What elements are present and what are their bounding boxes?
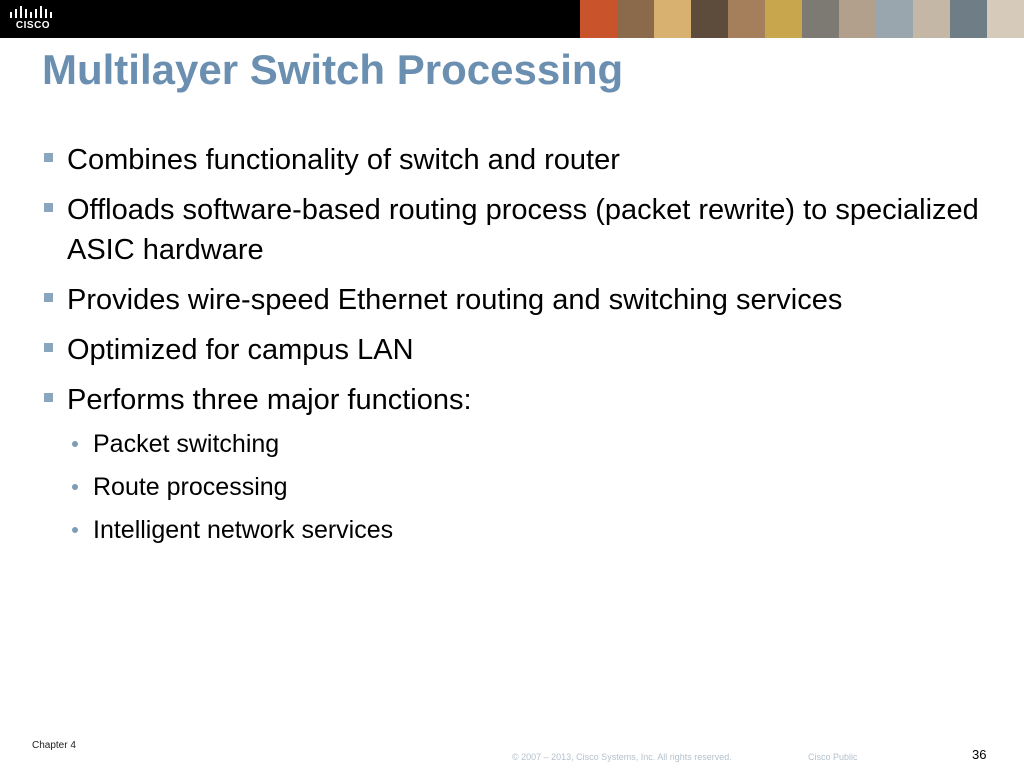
copyright-notice: © 2007 – 2013, Cisco Systems, Inc. All r… bbox=[512, 752, 732, 762]
photo-tile bbox=[876, 0, 913, 38]
bullet-text: Optimized for campus LAN bbox=[67, 334, 414, 366]
sub-bullet-list: Packet switching Route processing Intell… bbox=[67, 428, 982, 547]
round-bullet-icon bbox=[72, 441, 78, 447]
photo-strip bbox=[580, 0, 1024, 38]
bullet-item: Performs three major functions: Packet s… bbox=[42, 380, 982, 547]
photo-tile bbox=[691, 0, 728, 38]
square-bullet-icon bbox=[44, 343, 53, 352]
photo-tile bbox=[913, 0, 950, 38]
photo-tile bbox=[728, 0, 765, 38]
header-bar: CISCO bbox=[0, 0, 1024, 38]
bullet-text: Provides wire-speed Ethernet routing and… bbox=[67, 284, 843, 316]
sub-bullet-item: Intelligent network services bbox=[42, 514, 982, 547]
cisco-logo: CISCO bbox=[8, 5, 56, 33]
bullet-item: Offloads software-based routing process … bbox=[42, 190, 982, 270]
photo-tile bbox=[654, 0, 691, 38]
round-bullet-icon bbox=[72, 484, 78, 490]
round-bullet-icon bbox=[72, 527, 78, 533]
sub-bullet-item: Packet switching bbox=[42, 428, 982, 461]
cisco-logo-text: CISCO bbox=[15, 20, 51, 31]
classification-label: Cisco Public bbox=[808, 752, 858, 762]
bullet-item: Provides wire-speed Ethernet routing and… bbox=[42, 280, 982, 320]
photo-tile bbox=[950, 0, 987, 38]
cisco-bridge-icon bbox=[10, 6, 52, 18]
photo-tile bbox=[580, 0, 617, 38]
chapter-label: Chapter 4 bbox=[32, 740, 76, 751]
square-bullet-icon bbox=[44, 203, 53, 212]
slide-title: Multilayer Switch Processing bbox=[42, 46, 624, 93]
bullet-item: Combines functionality of switch and rou… bbox=[42, 140, 982, 180]
sub-bullet-text: Route processing bbox=[93, 473, 288, 501]
bullet-text: Combines functionality of switch and rou… bbox=[67, 144, 620, 176]
sub-bullet-text: Intelligent network services bbox=[93, 516, 394, 544]
photo-tile bbox=[839, 0, 876, 38]
sub-bullet-text: Packet switching bbox=[93, 430, 280, 458]
bullet-text: Performs three major functions: bbox=[67, 384, 472, 416]
bullet-list: Combines functionality of switch and rou… bbox=[42, 140, 982, 557]
square-bullet-icon bbox=[44, 293, 53, 302]
sub-bullet-item: Route processing bbox=[42, 471, 982, 504]
photo-tile bbox=[617, 0, 654, 38]
square-bullet-icon bbox=[44, 393, 53, 402]
page-number: 36 bbox=[972, 747, 987, 762]
photo-tile bbox=[987, 0, 1024, 38]
bullet-text: Offloads software-based routing process … bbox=[67, 194, 979, 266]
square-bullet-icon bbox=[44, 153, 53, 162]
photo-tile bbox=[765, 0, 802, 38]
photo-tile bbox=[802, 0, 839, 38]
bullet-item: Optimized for campus LAN bbox=[42, 330, 982, 370]
